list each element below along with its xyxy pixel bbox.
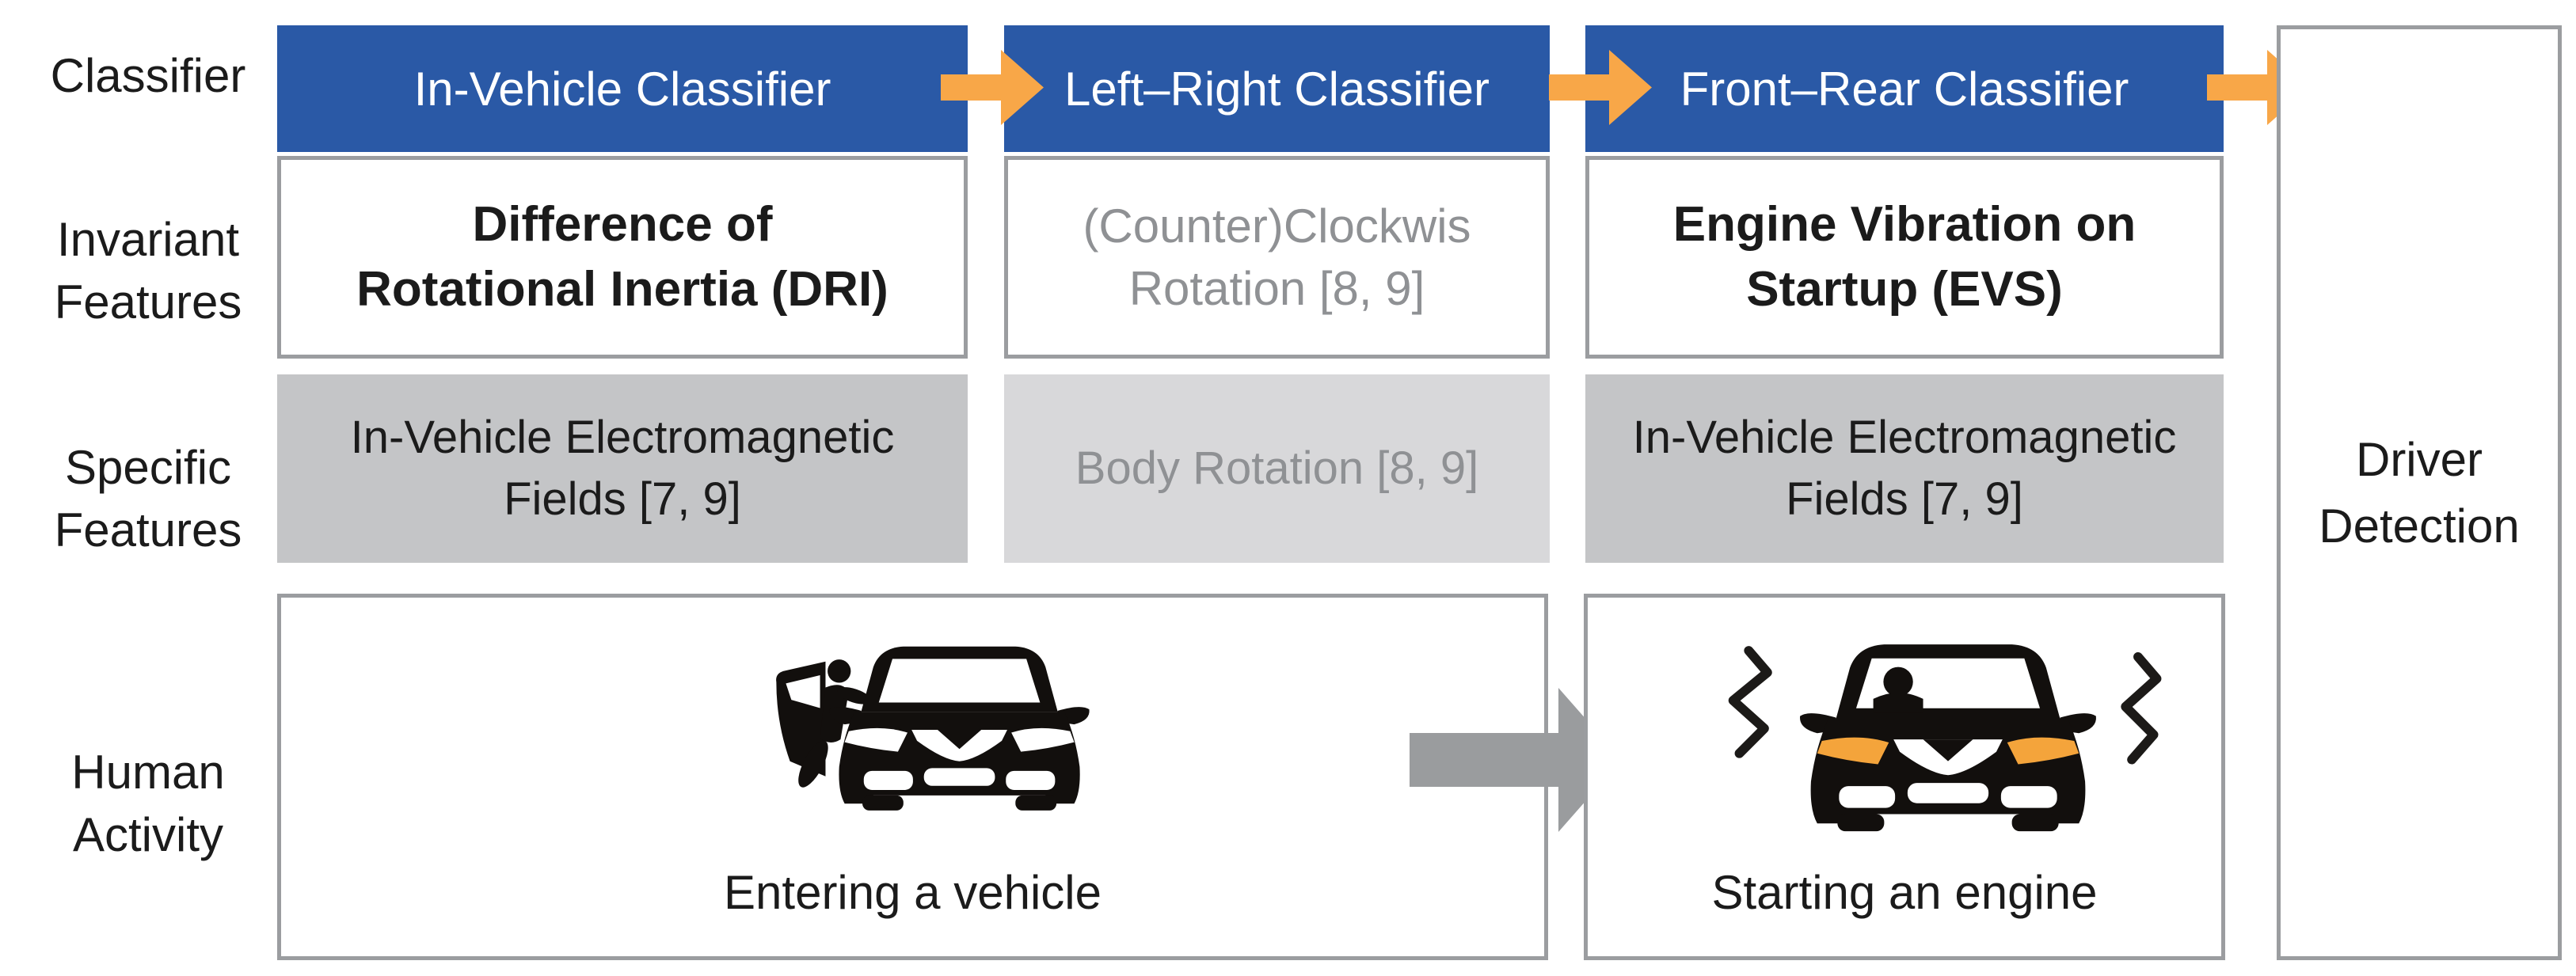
invariant-box-evs: Engine Vibration on Startup (EVS) bbox=[1585, 156, 2224, 359]
specific-box-emf-2: In-Vehicle Electromagnetic Fields [7, 9] bbox=[1585, 374, 2224, 563]
driver-detection-box: Driver Detection bbox=[2277, 25, 2562, 960]
specific-box-emf-1: In-Vehicle Electromagnetic Fields [7, 9] bbox=[277, 374, 968, 563]
car-starting-icon bbox=[1728, 644, 2162, 832]
activity-box-starting: Starting an engine bbox=[1584, 594, 2225, 960]
classifier-header-front-rear: Front–Rear Classifier bbox=[1585, 25, 2224, 152]
invariant-box-rotation: (Counter)Clockwis Rotation [8, 9] bbox=[1004, 156, 1550, 359]
row-label-specific-features: Specific Features bbox=[54, 440, 242, 556]
row-label-classifier: Classifier bbox=[50, 49, 246, 103]
activity-caption-entering: Entering a vehicle bbox=[724, 866, 1102, 919]
specific-box-body-rotation: Body Rotation [8, 9] bbox=[1004, 374, 1550, 563]
row-label-invariant-features: Invariant Features bbox=[54, 212, 242, 328]
activity-box-entering: Entering a vehicle bbox=[277, 594, 1548, 960]
vibration-squiggle-icon-right bbox=[2121, 651, 2162, 765]
vibration-squiggle-icon-left bbox=[1728, 646, 1772, 758]
classifier-header-left-right: Left–Right Classifier bbox=[1004, 25, 1550, 152]
row-label-human-activity: Human Activity bbox=[71, 745, 225, 861]
flow-arrow-icon-2 bbox=[1549, 50, 1652, 125]
car-entering-icon bbox=[776, 646, 1090, 811]
flow-arrow-icon-1 bbox=[941, 50, 1044, 125]
activity-caption-starting: Starting an engine bbox=[1711, 866, 2098, 919]
transition-arrow-icon bbox=[1410, 688, 1622, 832]
invariant-box-dri: Difference of Rotational Inertia (DRI) bbox=[277, 156, 968, 359]
classifier-header-in-vehicle: In-Vehicle Classifier bbox=[277, 25, 968, 152]
